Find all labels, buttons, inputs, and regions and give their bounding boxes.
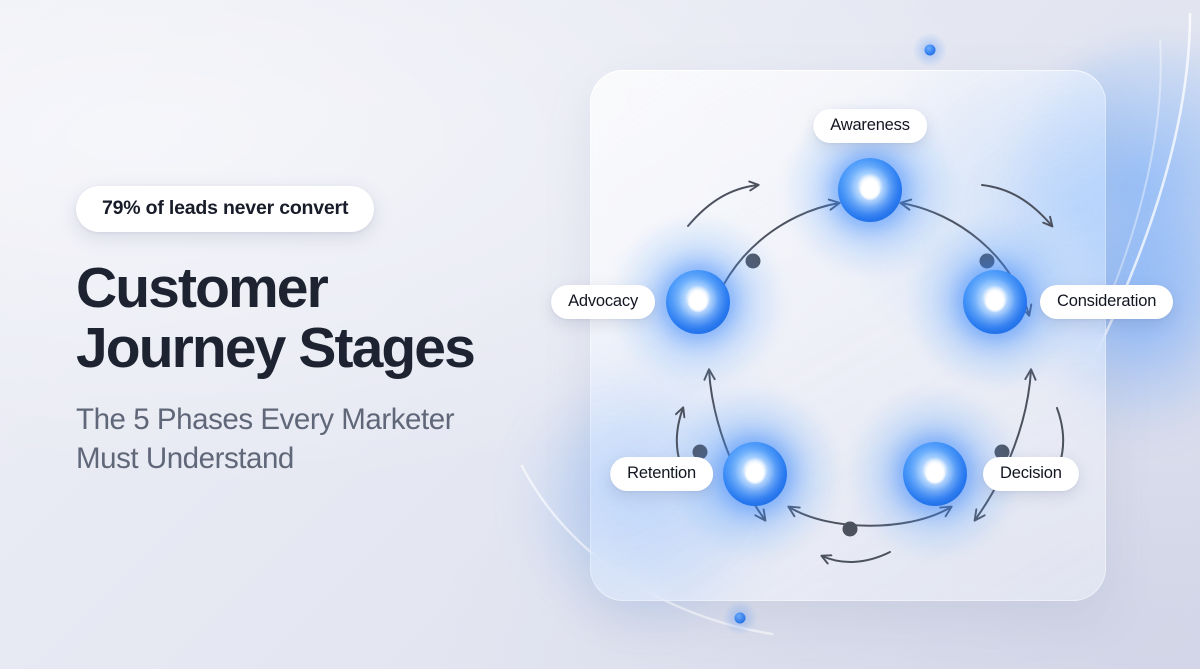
node-core-light (924, 463, 946, 485)
stat-badge: 79% of leads never convert (76, 186, 375, 232)
decorative-dot-top (912, 32, 948, 68)
page-subtitle-line-1: The 5 Phases Every Marketer (76, 403, 455, 436)
node-core-light (687, 291, 709, 313)
page-subtitle-line-2: Must Understand (76, 442, 294, 475)
stage-label-awareness[interactable]: Awareness (813, 109, 927, 143)
stage-label-decision[interactable]: Decision (983, 457, 1079, 491)
headline-column: 79% of leads never convert Customer Jour… (76, 186, 546, 478)
page-subtitle: The 5 Phases Every Marketer Must Underst… (76, 400, 546, 478)
stage-label-consideration[interactable]: Consideration (1040, 285, 1174, 319)
page-title-line-2: Journey Stages (76, 316, 476, 380)
stage-label-advocacy[interactable]: Advocacy (551, 285, 655, 319)
stage-label-retention[interactable]: Retention (610, 457, 713, 491)
node-core-light (744, 463, 766, 485)
connector-hub-dot (842, 521, 858, 537)
journey-cycle-diagram: Awareness Consideration Decision Retenti… (551, 40, 1200, 660)
page-title-line-1: Customer (76, 256, 329, 320)
page-title: Customer Journey Stages (76, 258, 546, 378)
node-core-light (984, 291, 1006, 313)
decorative-dot-bottom (722, 600, 758, 636)
node-core-light (859, 179, 881, 201)
